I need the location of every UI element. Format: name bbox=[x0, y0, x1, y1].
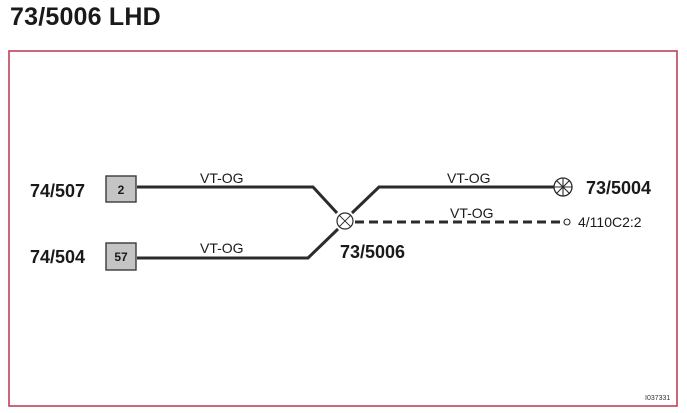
wire-label-top-right: VT-OG bbox=[447, 170, 491, 186]
wire-label-dashed: VT-OG bbox=[450, 205, 494, 221]
diagram-frame bbox=[8, 50, 678, 407]
splice-icon bbox=[336, 212, 354, 230]
connector-label-74-504: 74/504 bbox=[30, 247, 85, 267]
wire-74-504-to-splice bbox=[137, 227, 340, 260]
terminal-icon bbox=[563, 218, 571, 226]
connector-pin-74-504: 57 bbox=[114, 250, 128, 264]
image-code: I037331 bbox=[645, 395, 670, 402]
connector-box-74-504 bbox=[105, 242, 137, 271]
wire-label-bottom-left: VT-OG bbox=[200, 240, 244, 256]
page-title: 73/5006 LHD bbox=[10, 3, 161, 31]
connector-pin-74-507: 2 bbox=[118, 183, 125, 197]
wire-label-top-left: VT-OG bbox=[200, 170, 244, 186]
connector-box-74-507 bbox=[105, 175, 137, 203]
lamp-icon bbox=[553, 177, 573, 197]
wire-74-507-to-splice bbox=[137, 185, 339, 215]
wire-splice-to-lamp bbox=[350, 185, 555, 215]
splice-label: 73/5006 bbox=[340, 242, 405, 262]
terminal-label: 4/110C2:2 bbox=[578, 214, 642, 230]
lamp-label: 73/5004 bbox=[586, 178, 651, 198]
connector-label-74-507: 74/507 bbox=[30, 181, 85, 201]
